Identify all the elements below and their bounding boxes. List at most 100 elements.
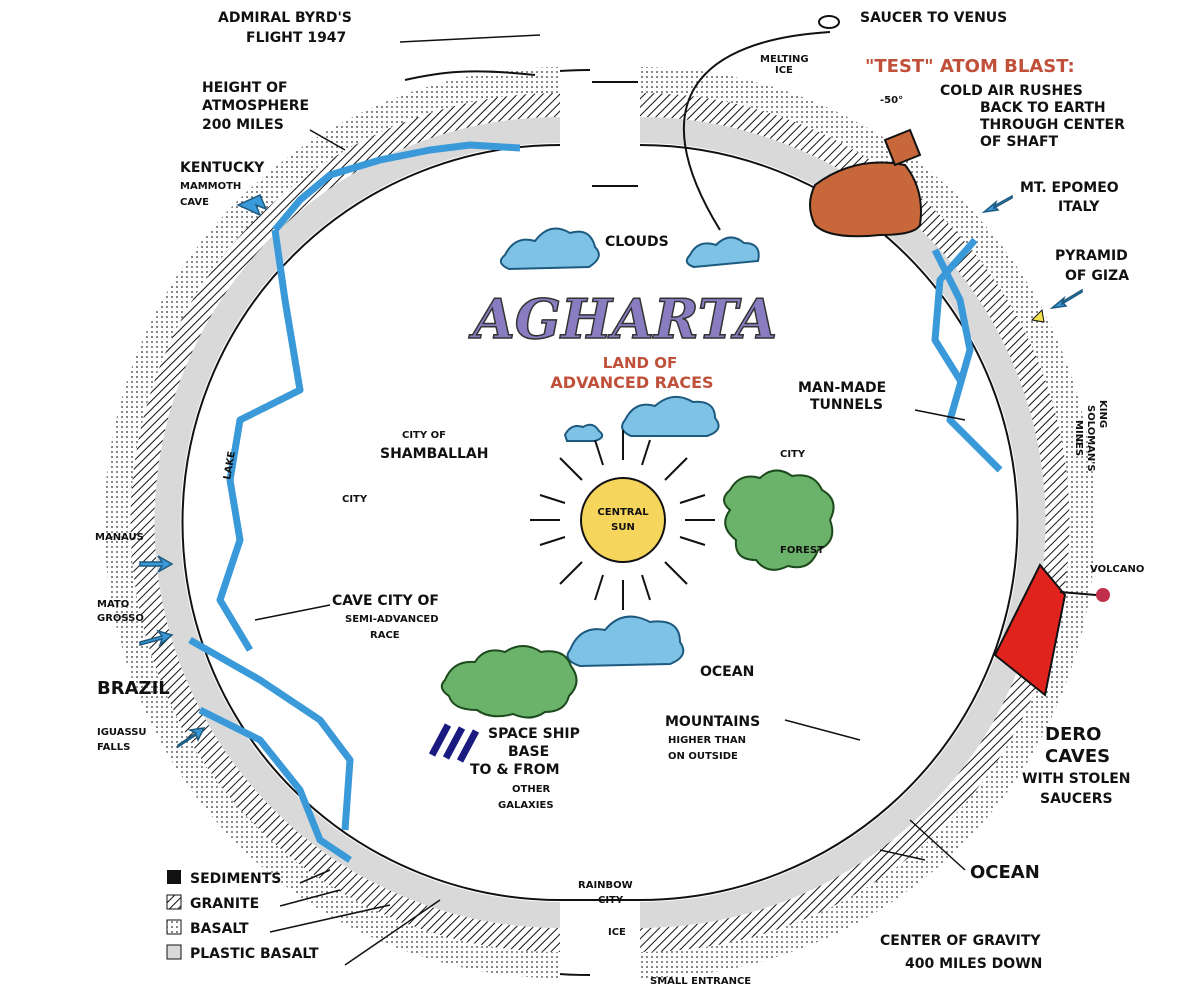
underground-rivers [188, 141, 1003, 863]
label-stolen-1: WITH STOLEN [1022, 771, 1131, 787]
label-stolen-2: SAUCERS [1040, 791, 1113, 807]
label-atmos-1: HEIGHT OF [202, 80, 288, 96]
arrow-icon [981, 194, 1013, 214]
label-tunnels-2: TUNNELS [810, 397, 883, 413]
label-lake: LAKE [222, 450, 238, 480]
label-kentucky-3: CAVE [180, 197, 209, 208]
label-cavecity-3: RACE [370, 630, 400, 641]
label-coldair-4: OF SHAFT [980, 134, 1059, 150]
label-soloman: SOLOMAN'S [1085, 405, 1096, 472]
arrow-icon [177, 727, 206, 749]
shell-right-granite [639, 93, 1070, 952]
legend: SEDIMENTS GRANITE BASALT PLASTIC BASALT [166, 870, 319, 962]
forest-right [723, 469, 835, 571]
label-giza-2: OF GIZA [1065, 268, 1129, 284]
saucer-icon [818, 15, 840, 29]
sun-rays [530, 430, 715, 610]
earth-shell [104, 67, 1096, 978]
label-ice: ICE [608, 927, 626, 938]
central-sun [530, 430, 715, 610]
label-melting-1: MELTING [760, 54, 809, 65]
label-rainbow-2: CITY [598, 895, 624, 906]
label-venus: SAUCER TO VENUS [860, 10, 1007, 26]
label-mountains-2: HIGHER THAN [668, 735, 746, 746]
label-dero-1: DERO [1045, 724, 1101, 745]
label-gravity-2: 400 MILES DOWN [905, 956, 1042, 972]
label-clouds: CLOUDS [605, 234, 669, 250]
label-giza-1: PYRAMID [1055, 248, 1128, 264]
legend-granite: GRANITE [190, 896, 259, 912]
legend-plastic-basalt: PLASTIC BASALT [190, 946, 319, 962]
label-dero-2: CAVES [1045, 746, 1110, 767]
label-sun-1: CENTRAL [597, 507, 649, 518]
inner-world [428, 128, 1110, 763]
legend-basalt: BASALT [190, 921, 249, 937]
cloud [563, 423, 604, 442]
label-coldair-2: BACK TO EARTH [980, 100, 1106, 116]
subtitle-line-2: ADVANCED RACES [550, 373, 713, 392]
location-arrows [139, 194, 1083, 749]
label-mines: MINES [1073, 420, 1084, 456]
label-volcano: VOLCANO [1090, 564, 1144, 575]
pyramid-icon [1030, 308, 1045, 323]
label-cavecity-2: SEMI-ADVANCED [345, 614, 439, 625]
label-temp: -50° [880, 95, 903, 106]
label-entrance: SMALL ENTRANCE [650, 976, 751, 987]
cloud [566, 615, 685, 668]
label-byrd-1: ADMIRAL BYRD'S [218, 10, 352, 26]
label-coldair-3: THROUGH CENTER [980, 117, 1125, 133]
arrow-icon [1049, 288, 1083, 310]
sun-disc [580, 477, 666, 563]
label-iguassu-1: IGUASSU [97, 727, 147, 738]
label-atmos-3: 200 MILES [202, 117, 284, 133]
label-spaceship-3: TO & FROM [470, 762, 560, 778]
label-matogrosso-1: MATO [97, 599, 129, 610]
shell-left-granite [130, 93, 561, 952]
atom-blast [809, 161, 922, 238]
legend-swatch-granite [166, 894, 182, 910]
label-sun-2: SUN [611, 522, 635, 533]
cloud [499, 227, 600, 271]
label-brazil: BRAZIL [97, 678, 170, 699]
label-manaus: MANAUS [95, 532, 144, 543]
label-forest: FOREST [780, 545, 824, 556]
label-tunnels-1: MAN-MADE [798, 380, 886, 396]
arrow-icon [139, 629, 174, 648]
cloud [685, 236, 760, 269]
spaceship-base [428, 723, 480, 763]
subtitle-line-1: LAND OF [603, 354, 677, 372]
label-shamballah-2: SHAMBALLAH [380, 446, 488, 462]
label-rainbow-1: RAINBOW [578, 880, 633, 891]
label-city-right: CITY [780, 449, 806, 460]
volcano-marker [1096, 588, 1110, 602]
label-mountains-1: MOUNTAINS [665, 714, 760, 730]
label-spaceship-2: BASE [508, 744, 549, 760]
shell-left-plastic [154, 117, 561, 928]
label-spaceship-5: GALAXIES [498, 800, 554, 811]
labels: ADMIRAL BYRD'S FLIGHT 1947 SAUCER TO VEN… [95, 10, 1144, 987]
label-cavecity-1: CAVE CITY OF [332, 593, 439, 609]
label-atom: "TEST" ATOM BLAST: [865, 56, 1075, 77]
label-epomeo-1: MT. EPOMEO [1020, 180, 1119, 196]
cloud [621, 395, 720, 437]
label-gravity-1: CENTER OF GRAVITY [880, 933, 1041, 949]
legend-sediments: SEDIMENTS [190, 871, 281, 887]
label-ocean-inner: OCEAN [700, 664, 754, 680]
arrow-icon [139, 555, 174, 573]
volcano [993, 563, 1067, 697]
label-melting-2: ICE [775, 65, 793, 76]
legend-swatch-sediments [167, 870, 181, 884]
label-kentucky-2: MAMMOTH [180, 181, 241, 192]
diagram-title: AGHARTA [468, 287, 777, 351]
arrow-icon [236, 194, 268, 217]
legend-swatch-plastic-basalt [166, 944, 182, 960]
label-kentucky-1: KENTUCKY [180, 160, 265, 176]
label-iguassu-2: FALLS [97, 742, 130, 753]
label-coldair-1: COLD AIR RUSHES [940, 83, 1083, 99]
legend-swatch-basalt [166, 919, 182, 935]
label-spaceship-1: SPACE SHIP [488, 726, 580, 742]
label-ocean-outer: OCEAN [970, 862, 1040, 883]
shell-left-crust [104, 67, 561, 978]
label-matogrosso-2: GROSSO [97, 613, 144, 624]
